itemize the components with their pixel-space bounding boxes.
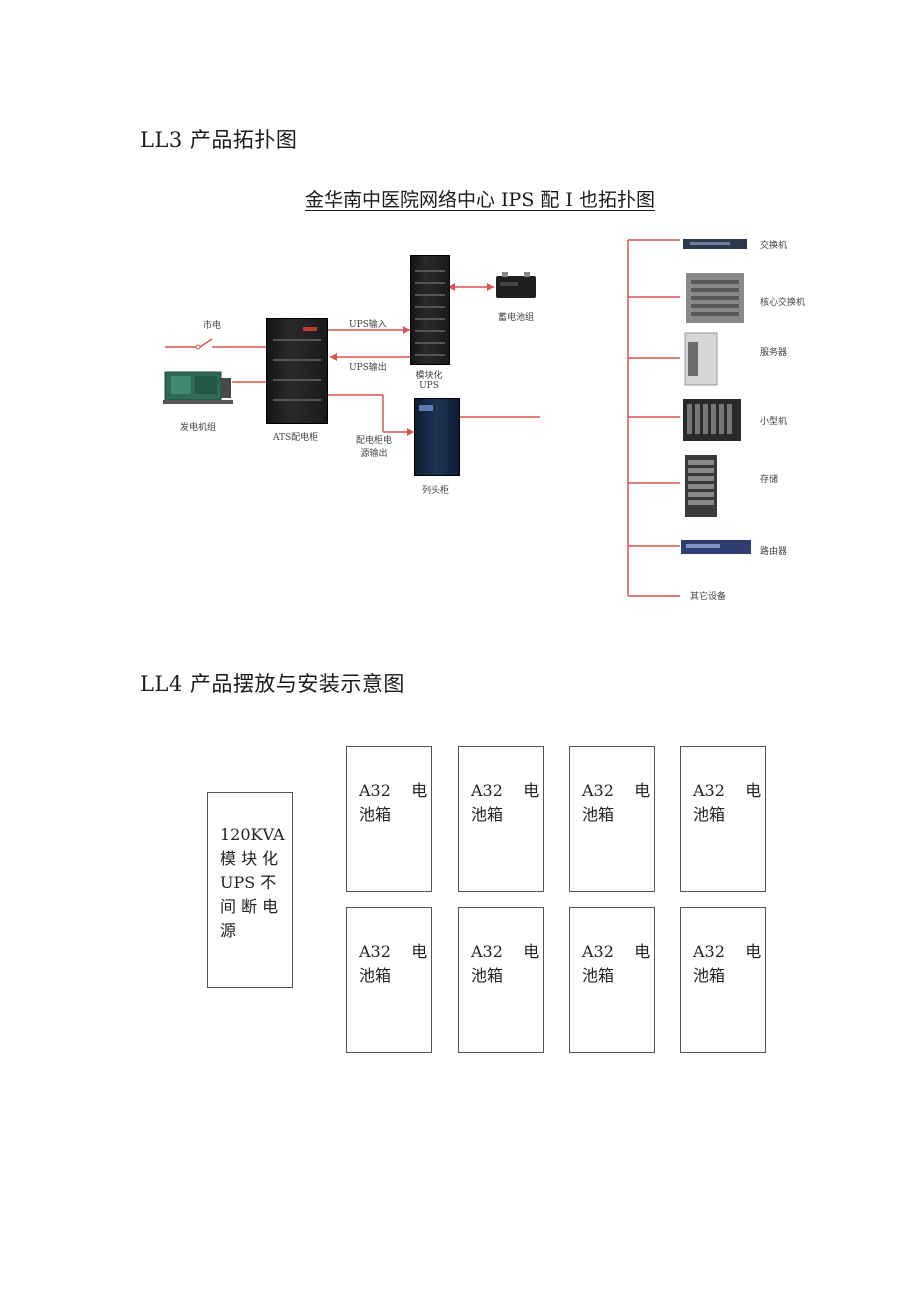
distribution-output-label: 配电柜电 源输出 bbox=[355, 436, 392, 459]
ups-box-line: 间 断 电 bbox=[220, 897, 279, 916]
topology-diagram: 发电机组 市电 ATS配电柜 UPS输入 UPS输出 模块化 UPS 蓄电池组 bbox=[0, 0, 920, 640]
ups-output-label: UPS输出 bbox=[349, 363, 387, 373]
topology-connectors bbox=[165, 239, 680, 597]
modular-ups-label: 模块化 UPS bbox=[415, 371, 443, 391]
placement-section-heading: LL4 产品摆放与安装示意图 bbox=[140, 672, 405, 696]
ups-box: 120KVA 模 块 化 UPS 不 间 断 电 源 bbox=[207, 792, 293, 988]
minicomputer-icon bbox=[682, 398, 742, 442]
ats-cabinet-icon bbox=[266, 318, 328, 424]
ups-box-line: 模 块 化 bbox=[220, 849, 279, 868]
ats-label: ATS配电柜 bbox=[273, 433, 319, 443]
device-label-server: 服务器 bbox=[760, 348, 788, 358]
device-label-router: 路由器 bbox=[760, 547, 788, 557]
router-icon bbox=[680, 536, 752, 558]
switch-icon bbox=[682, 236, 748, 252]
core-switch-icon bbox=[685, 272, 745, 324]
generator-label: 发电机组 bbox=[180, 423, 217, 433]
device-label-minicomputer: 小型机 bbox=[760, 417, 788, 427]
battery-box: A32 电 池箱 bbox=[346, 746, 432, 892]
column-head-cabinet-icon bbox=[414, 398, 460, 476]
storage-icon bbox=[684, 454, 718, 518]
ups-box-line: UPS 不 bbox=[220, 873, 277, 892]
ups-box-line: 源 bbox=[220, 921, 237, 940]
placement-diagram: 120KVA 模 块 化 UPS 不 间 断 电 源 A32 电 池箱 A32 … bbox=[0, 700, 920, 1080]
mains-label: 市电 bbox=[203, 321, 222, 331]
generator-icon bbox=[163, 366, 233, 406]
modular-ups-icon bbox=[410, 255, 450, 365]
battery-box: A32 电 池箱 bbox=[680, 746, 766, 892]
topology-diagram-title: 金华南中医院网络中心 IPS 配 I 也拓扑图 bbox=[305, 189, 655, 211]
device-label-switch: 交换机 bbox=[760, 241, 788, 251]
battery-box: A32 电 池箱 bbox=[458, 907, 544, 1053]
device-label-other: 其它设备 bbox=[690, 592, 727, 602]
ups-input-label: UPS输入 bbox=[349, 320, 387, 330]
battery-box: A32 电 池箱 bbox=[346, 907, 432, 1053]
battery-box: A32 电 池箱 bbox=[569, 746, 655, 892]
server-icon bbox=[684, 332, 718, 386]
battery-box: A32 电 池箱 bbox=[458, 746, 544, 892]
ups-box-line: 120KVA bbox=[220, 825, 285, 844]
device-label-storage: 存储 bbox=[760, 475, 779, 485]
device-label-core-switch: 核心交换机 bbox=[760, 298, 806, 308]
battery-icon bbox=[494, 270, 538, 300]
column-head-label: 列头柜 bbox=[422, 486, 450, 496]
battery-box: A32 电 池箱 bbox=[680, 907, 766, 1053]
battery-label: 蓄电池组 bbox=[498, 313, 535, 323]
topology-section-heading: LL3 产品拓扑图 bbox=[140, 128, 298, 152]
battery-box: A32 电 池箱 bbox=[569, 907, 655, 1053]
